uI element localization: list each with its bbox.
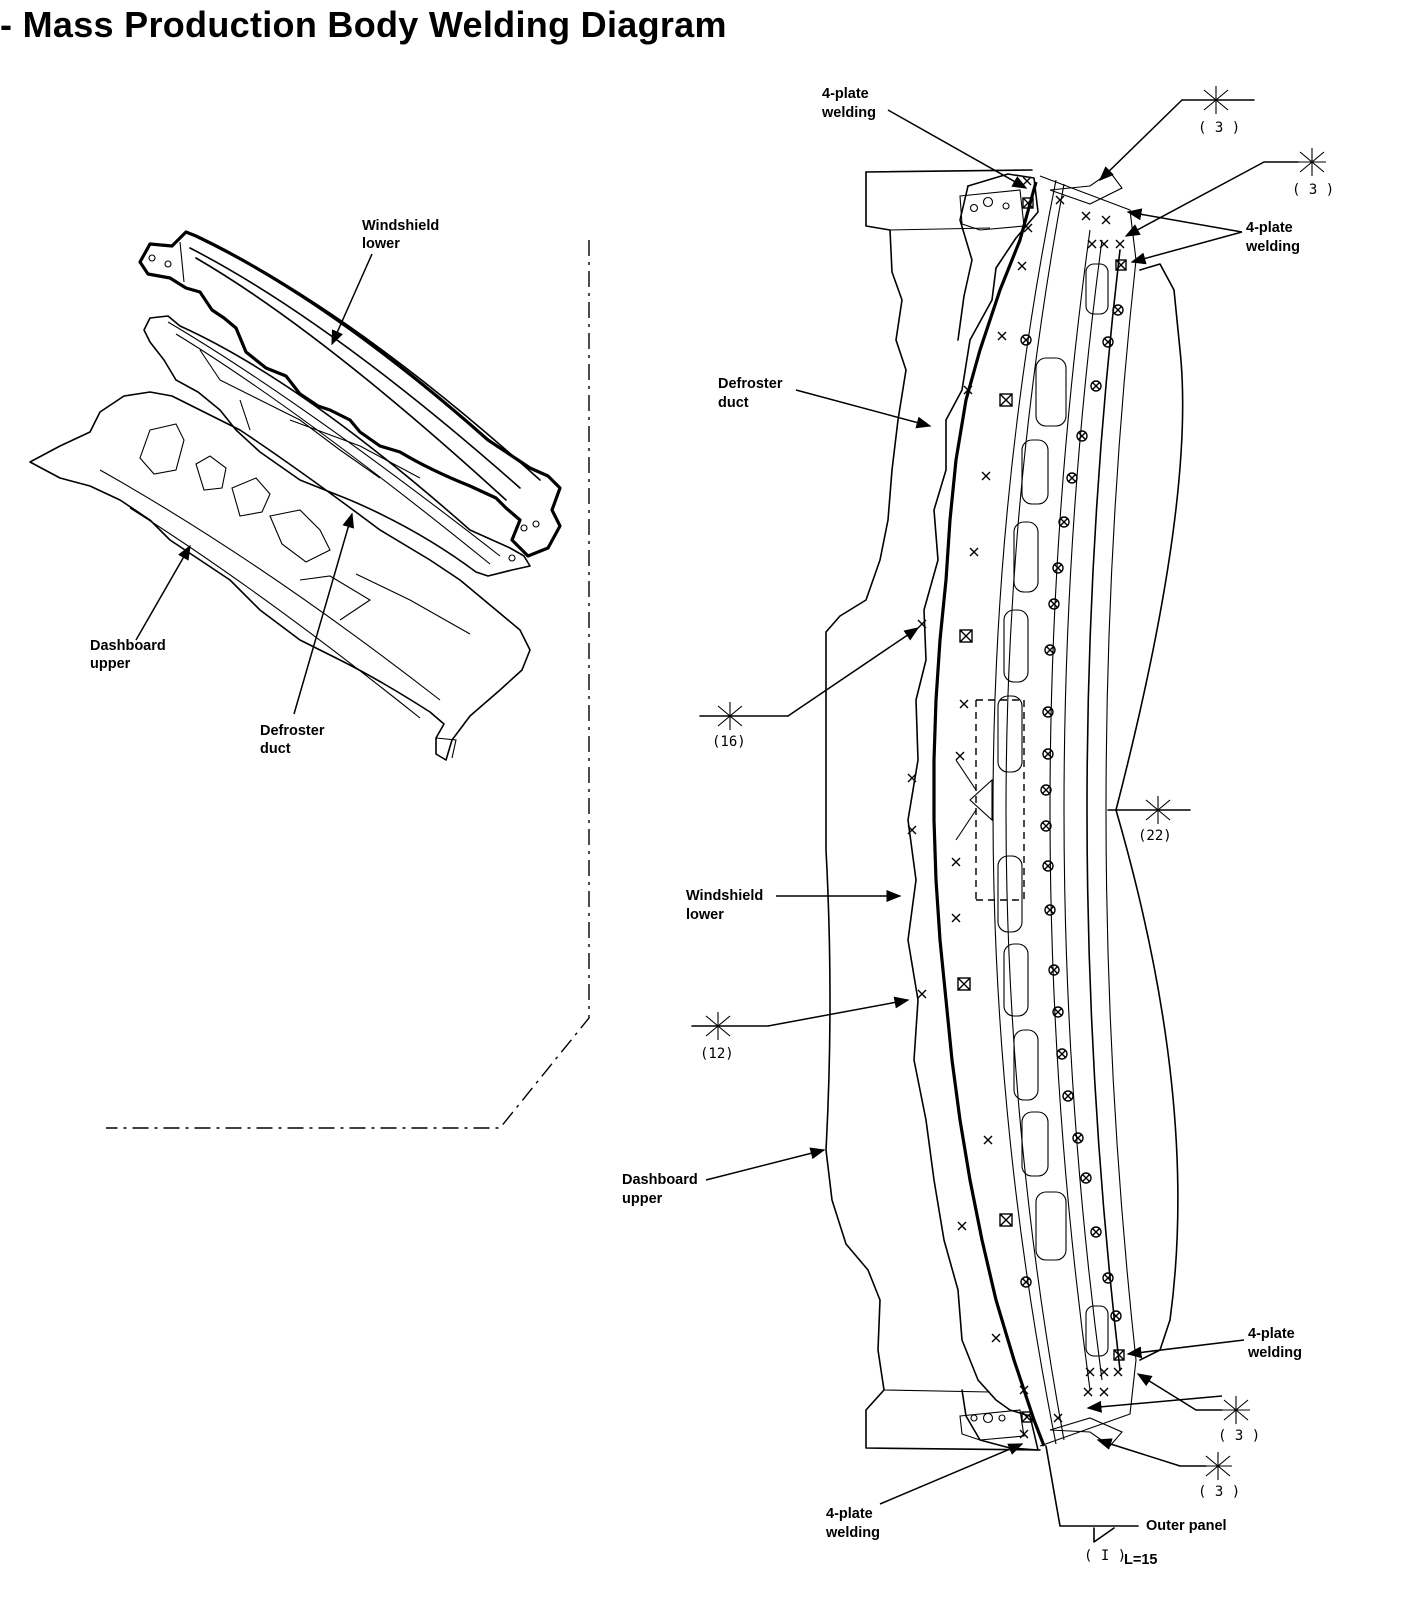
label-4-plate-welding-top-right-line2: welding: [1245, 239, 1300, 255]
weld-count-outer-panel: ( I ): [1084, 1548, 1126, 1564]
weld-count-stars: [704, 86, 1326, 1480]
weld-length-note: L=15: [1124, 1552, 1157, 1568]
label-defroster-duct-line1: Defroster: [718, 376, 783, 392]
weld-count-top-2: ( 3 ): [1292, 182, 1334, 198]
weld-count-left-12: (12): [700, 1046, 734, 1062]
weld-count-bottom-1: ( 3 ): [1218, 1428, 1260, 1444]
defroster-duct-inner: [955, 699, 1025, 901]
label-4-plate-welding-top-right-line1: 4-plate: [1246, 220, 1293, 236]
weld-marks-special: [957, 197, 1127, 1423]
label-defroster-duct-line2: duct: [718, 395, 749, 411]
assembly-view: 4-plate welding 4-plate welding Defroste…: [622, 86, 1334, 1568]
label-dashboard-upper-line2: upper: [622, 1191, 663, 1207]
label-dashboard-upper-line1: Dashboard: [622, 1172, 698, 1188]
label-4-plate-welding-bottom-right-line2: welding: [1247, 1345, 1302, 1361]
weld-count-top-1: ( 3 ): [1198, 120, 1240, 136]
label-defroster-duct-line2: duct: [260, 741, 291, 757]
label-outer-panel: Outer panel: [1146, 1518, 1227, 1534]
label-dashboard-upper-line2: upper: [90, 656, 131, 672]
weld-count-right-22: (22): [1138, 828, 1172, 844]
label-4-plate-welding-bottom-right-line1: 4-plate: [1248, 1326, 1295, 1342]
inner-rails: [992, 175, 1137, 1447]
defroster-duct-part: [143, 315, 531, 577]
label-dashboard-upper-line1: Dashboard: [90, 638, 166, 654]
label-4-plate-welding-bottom-left-line2: welding: [825, 1525, 880, 1541]
page-title: - Mass Production Body Welding Diagram: [0, 4, 727, 45]
dashboard-upper-part: [29, 391, 531, 761]
label-4-plate-welding-bottom-left-line1: 4-plate: [826, 1506, 873, 1522]
weld-count-bottom-2: ( 3 ): [1198, 1484, 1240, 1500]
label-windshield-lower-line1: Windshield: [362, 218, 439, 234]
label-defroster-duct-line1: Defroster: [260, 723, 325, 739]
label-windshield-lower-line2: lower: [686, 907, 724, 923]
end-brackets: [959, 171, 1123, 1447]
exploded-view: Windshield lower Dashboard upper Defrost…: [29, 218, 590, 1129]
label-4-plate-welding-top-left-line2: welding: [821, 105, 876, 121]
label-4-plate-welding-top-left-line1: 4-plate: [822, 86, 869, 102]
weld-marks-x: [907, 176, 1125, 1439]
label-windshield-lower-line2: lower: [362, 236, 400, 252]
weld-count-left-16: (16): [712, 734, 746, 750]
leader-lines: [691, 99, 1299, 1543]
view-boundary: [106, 240, 590, 1129]
slot-windows: [997, 263, 1109, 1357]
label-windshield-lower-line1: Windshield: [686, 888, 763, 904]
